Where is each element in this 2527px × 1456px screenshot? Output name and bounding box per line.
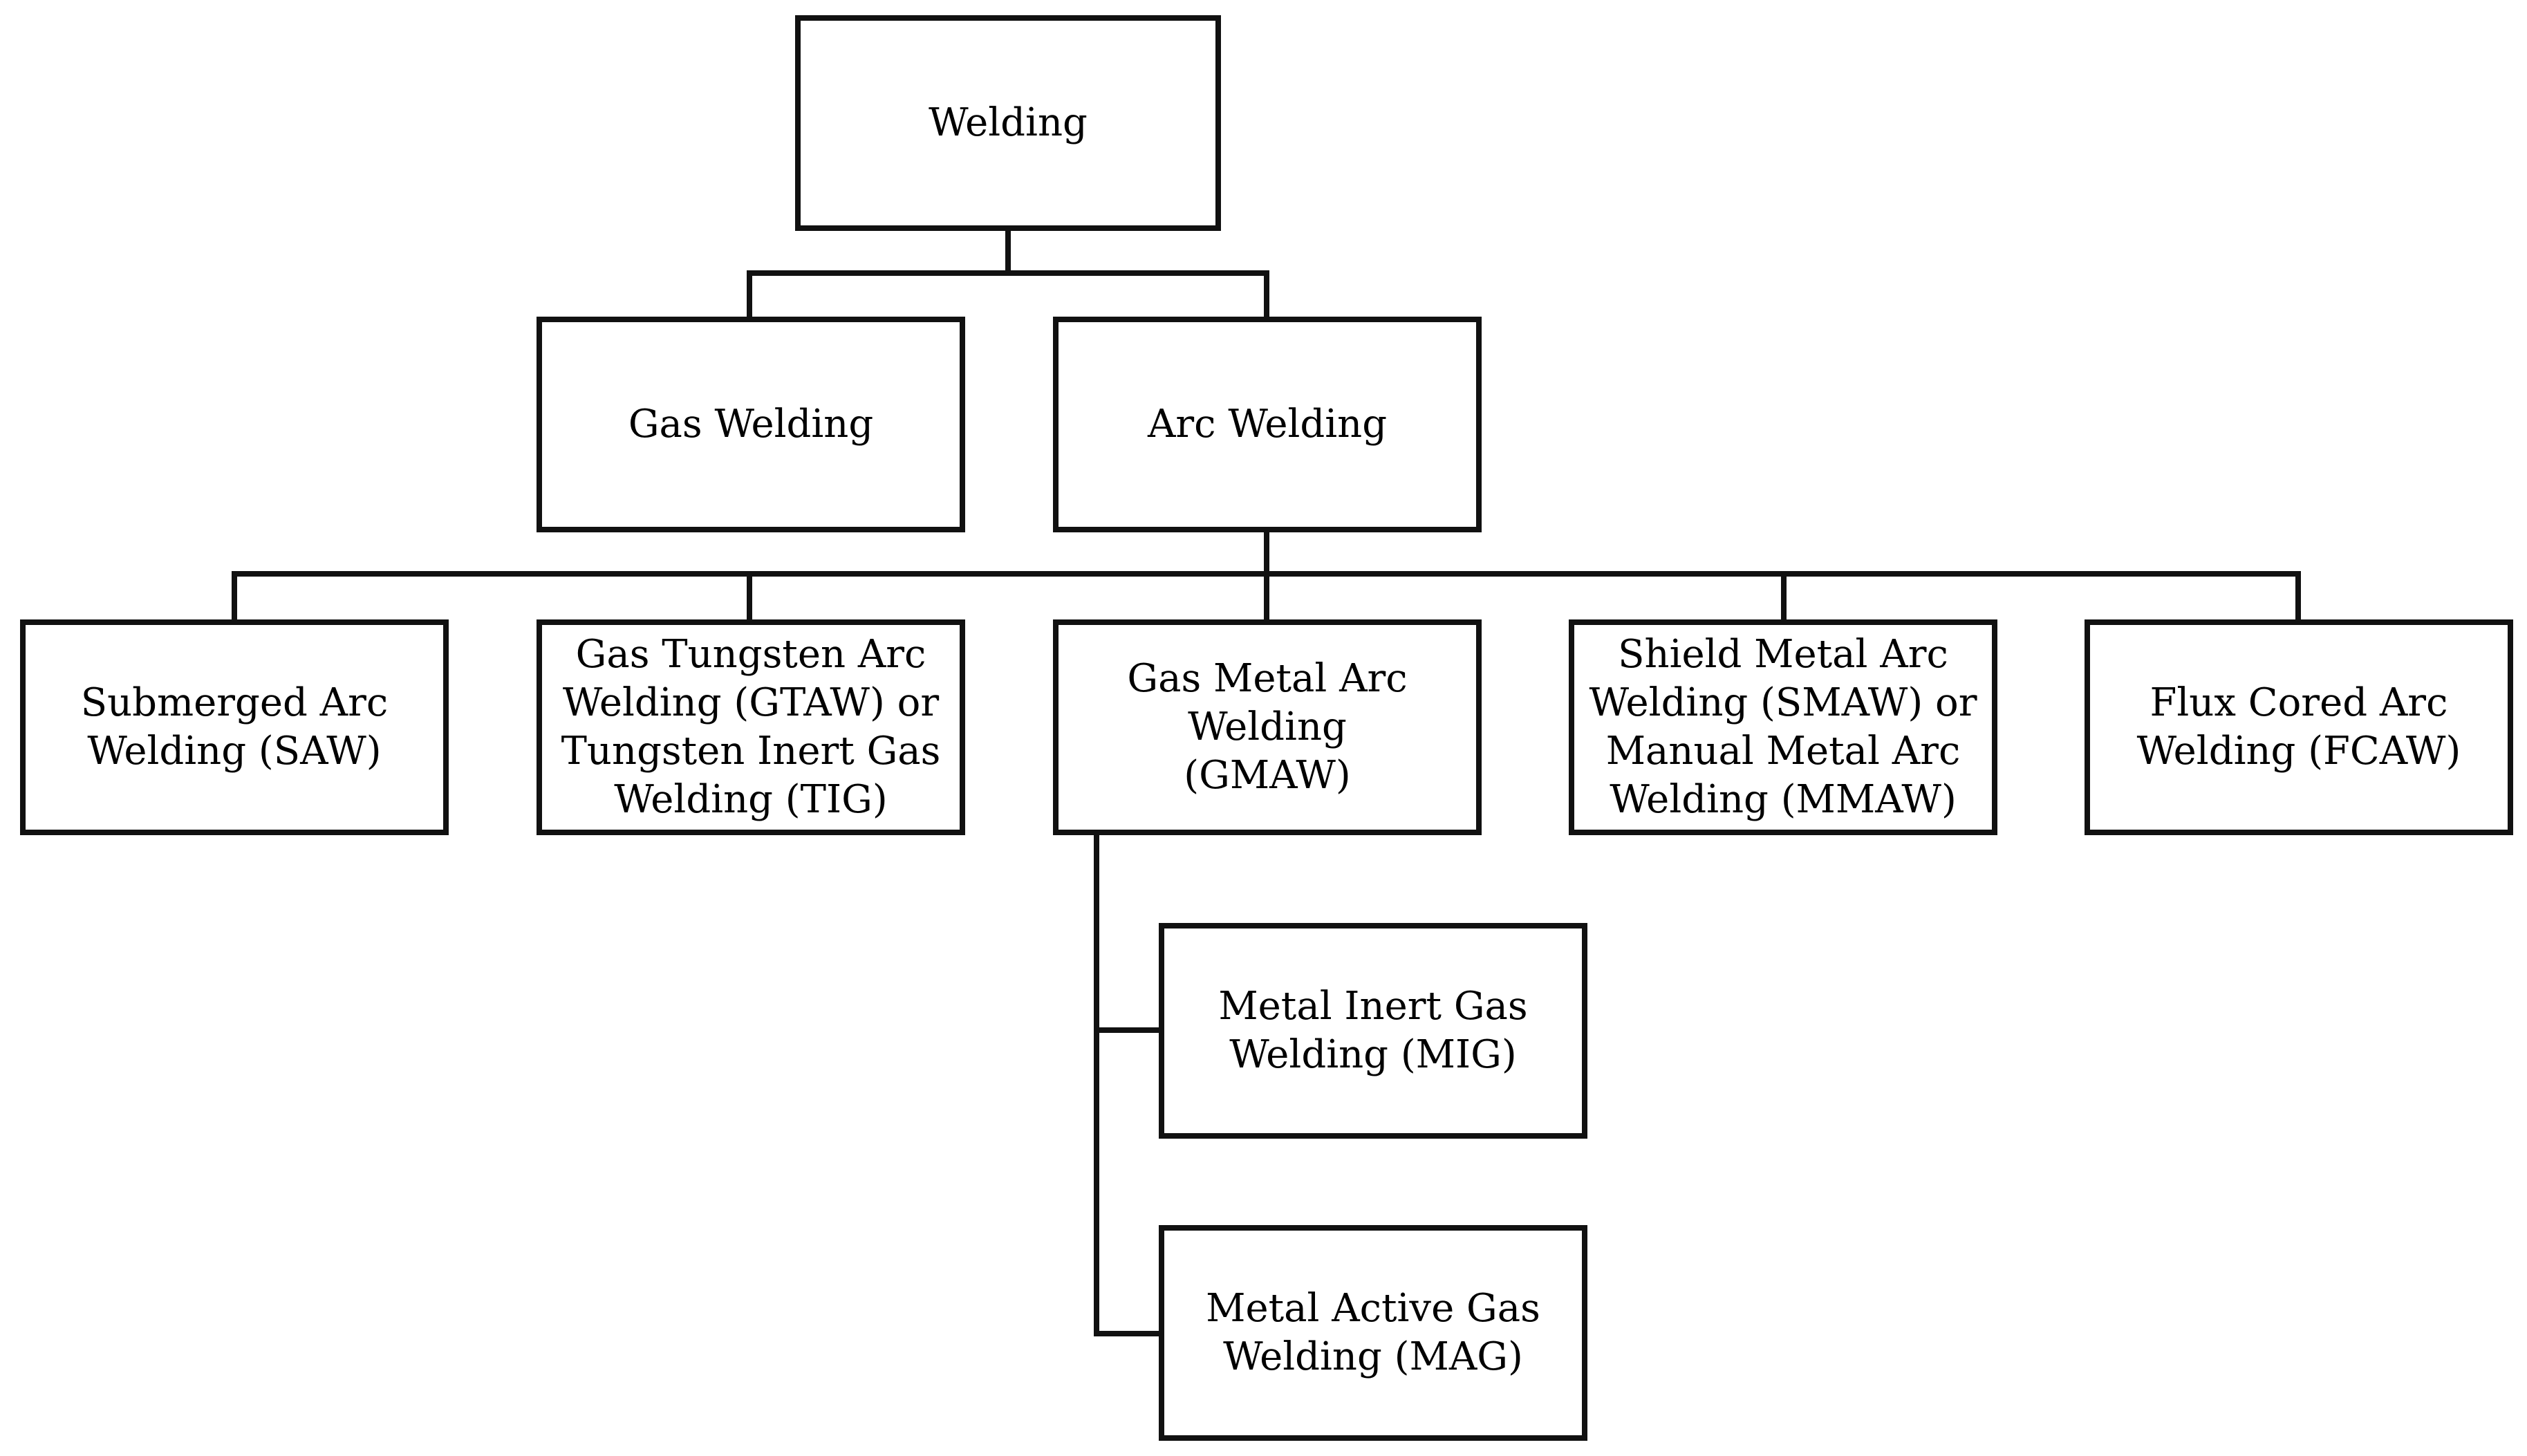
node-mig: Metal Inert Gas Welding (MIG)	[1159, 923, 1587, 1139]
node-welding: Welding	[795, 15, 1221, 231]
node-welding-label: Welding	[929, 100, 1088, 145]
node-fcaw: Flux Cored Arc Welding (FCAW)	[2085, 619, 2513, 835]
node-saw: Submerged Arc Welding (SAW)	[20, 619, 449, 835]
node-gas-welding: Gas Welding	[537, 317, 965, 532]
node-gtaw: Gas Tungsten Arc Welding (GTAW) or Tungs…	[537, 619, 965, 835]
node-arc-welding-label: Arc Welding	[1147, 402, 1388, 447]
node-gas-welding-label: Gas Welding	[628, 402, 874, 447]
node-smaw: Shield Metal Arc Welding (SMAW) or Manua…	[1569, 619, 1997, 835]
node-mag-label: Metal Active Gas Welding (MAG)	[1206, 1286, 1540, 1379]
node-fcaw-label: Flux Cored Arc Welding (FCAW)	[2136, 680, 2461, 774]
node-saw-label: Submerged Arc Welding (SAW)	[80, 680, 389, 774]
node-arc-welding: Arc Welding	[1053, 317, 1482, 532]
node-mig-label: Metal Inert Gas Welding (MIG)	[1218, 984, 1528, 1077]
node-gmaw: Gas Metal Arc Welding (GMAW)	[1053, 619, 1482, 835]
node-mag: Metal Active Gas Welding (MAG)	[1159, 1225, 1587, 1441]
node-smaw-label: Shield Metal Arc Welding (SMAW) or Manua…	[1589, 632, 1977, 822]
node-gtaw-label: Gas Tungsten Arc Welding (GTAW) or Tungs…	[561, 632, 941, 822]
node-gmaw-label: Gas Metal Arc Welding (GMAW)	[1127, 656, 1408, 798]
